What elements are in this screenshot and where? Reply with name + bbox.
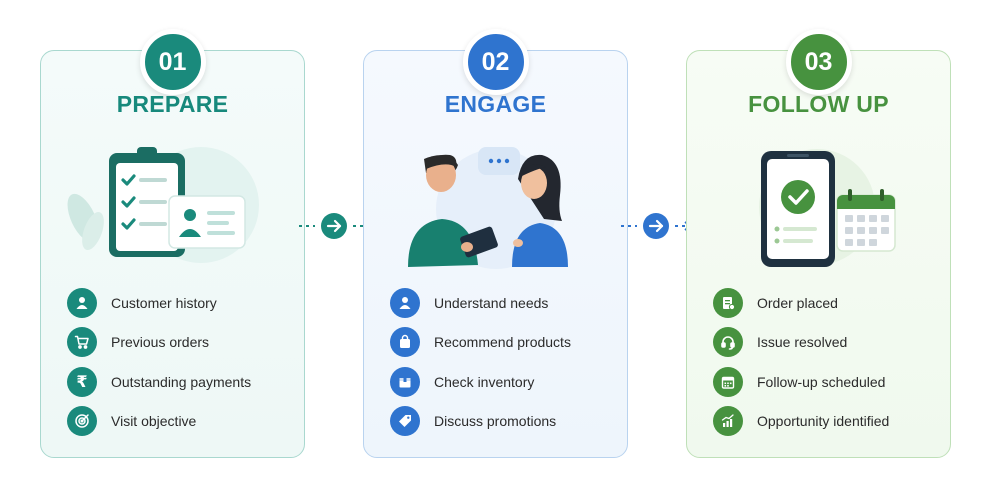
item-label: Recommend products <box>434 334 571 351</box>
list-item: Recommend products <box>390 323 617 363</box>
item-label: Issue resolved <box>757 334 848 351</box>
step-number-badge: 01 <box>139 29 206 95</box>
list-item: Previous orders <box>67 323 294 363</box>
list-item: Understand needs <box>390 283 617 323</box>
flow-arrow-connector <box>299 213 369 239</box>
tag-icon <box>390 406 420 437</box>
person-icon <box>390 287 420 318</box>
order-document-icon <box>713 287 743 318</box>
flow-arrow-connector <box>621 213 692 239</box>
box-icon <box>390 366 420 397</box>
target-icon <box>67 406 97 437</box>
rupee-icon: ₹ <box>67 366 97 397</box>
item-label: Discuss promotions <box>434 413 557 430</box>
list-item: Opportunity identified <box>713 402 940 442</box>
step-title: FOLLOW UP <box>748 91 889 117</box>
list-item: ₹ Outstanding payments <box>67 362 294 402</box>
item-label: Visit objective <box>111 413 197 430</box>
step-title: ENGAGE <box>444 91 547 117</box>
step-number-badge: 03 <box>785 29 852 95</box>
item-label: Opportunity identified <box>757 413 890 430</box>
person-icon <box>67 287 97 318</box>
list-item: Check inventory <box>390 362 617 402</box>
calendar-icon <box>713 366 743 397</box>
step-title: PREPARE <box>116 91 229 117</box>
list-item: Discuss promotions <box>390 402 617 442</box>
step-number-badge: 02 <box>462 29 529 95</box>
item-label: Understand needs <box>434 294 549 311</box>
step-card-engage: 02 ENGAGE Understand needs <box>363 29 628 458</box>
step-card-prepare: 01 PREPARE Customer history <box>40 29 305 458</box>
list-item: Issue resolved <box>713 323 940 363</box>
item-label: Follow-up scheduled <box>757 373 886 390</box>
item-label: Outstanding payments <box>111 373 252 390</box>
phone-calendar-illustration <box>759 149 896 267</box>
list-item: Order placed <box>713 283 940 323</box>
item-label: Customer history <box>111 294 217 311</box>
item-label: Check inventory <box>434 373 535 390</box>
list-item: Visit objective <box>67 402 294 442</box>
list-item: Follow-up scheduled <box>713 362 940 402</box>
cart-icon <box>67 327 97 358</box>
item-label: Previous orders <box>111 334 210 351</box>
headset-icon <box>713 327 743 358</box>
item-label: Order placed <box>757 294 838 311</box>
conversation-illustration <box>408 147 568 269</box>
list-item: Customer history <box>67 283 294 323</box>
shopping-bag-icon <box>390 327 420 358</box>
growth-chart-icon <box>713 406 743 437</box>
clipboard-profile-illustration <box>67 147 259 263</box>
step-card-follow-up: 03 FOLLOW UP Order placed <box>686 29 951 458</box>
